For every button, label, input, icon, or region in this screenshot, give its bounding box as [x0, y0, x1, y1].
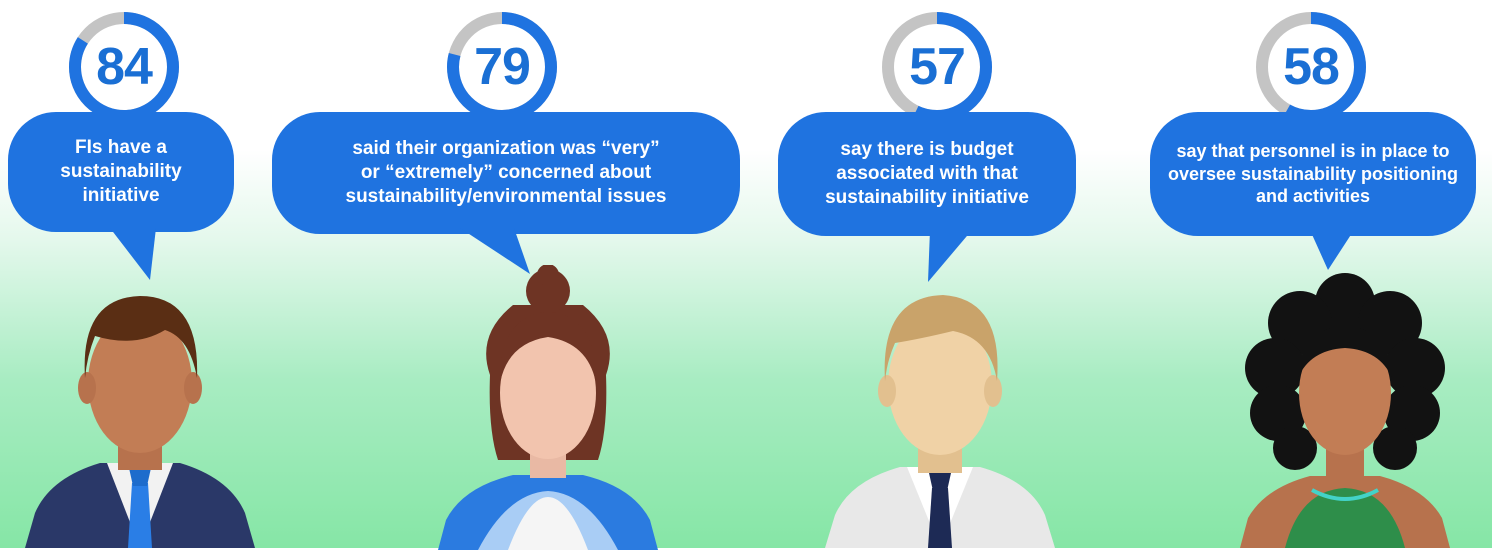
stat-description-line: initiative	[82, 184, 160, 206]
percent-ring: 58	[1252, 8, 1370, 126]
stat-description: said their organization was “very” or “e…	[346, 137, 667, 208]
stat-value: 57	[909, 38, 966, 96]
stat-description-line: sustainability initiative	[825, 186, 1029, 208]
speech-bubble-tail	[110, 228, 156, 280]
stat-description-line: say there is budget	[840, 139, 1014, 161]
speech-bubble-tail	[928, 230, 972, 282]
stat-panel-concern: 79 said their organization was “very” or…	[270, 0, 750, 550]
stat-description-line: sustainability/environmental issues	[345, 185, 667, 207]
speech-bubble: said their organization was “very” or “e…	[272, 112, 740, 234]
percent-ring: 84	[65, 8, 183, 126]
percent-ring: 79	[443, 8, 561, 126]
stat-value: 79	[474, 38, 531, 96]
woman-avatar-icon	[438, 265, 658, 550]
speech-bubble: FIs have a sustainability initiative	[8, 112, 234, 232]
man-avatar-icon	[25, 296, 255, 548]
stat-value: 84	[96, 38, 153, 96]
woman-avatar-icon	[1240, 273, 1450, 548]
stat-panel-budget: 57 say there is budget associated with t…	[770, 0, 1100, 548]
stat-description-line: and activities	[1255, 186, 1371, 207]
stat-value: 58	[1283, 38, 1340, 96]
speech-bubble: say there is budget associated with that…	[778, 112, 1076, 236]
stat-description: FIs have a sustainability initiative	[60, 136, 181, 207]
speech-bubble: say that personnel is in place to overse…	[1150, 112, 1476, 236]
man-avatar-icon	[825, 295, 1055, 548]
stat-description-line: FIs have a	[75, 137, 167, 159]
stat-description-line: oversee sustainability positioning	[1167, 163, 1459, 184]
stat-description: say that personnel is in place to overse…	[1168, 140, 1458, 208]
stat-description-line: associated with that	[836, 163, 1018, 185]
stat-description-line: said their organization was “very”	[352, 138, 660, 160]
stat-description-line: say that personnel is in place to	[1176, 141, 1450, 162]
stat-description: say there is budget associated with that…	[825, 138, 1029, 209]
speech-bubble-tail	[460, 228, 530, 274]
stat-panel-fi-initiative: 84 FIs have a sustainability initiative	[0, 0, 300, 548]
speech-bubble-tail	[1310, 230, 1354, 270]
stat-panel-personnel: 58 say that personnel is in place to ove…	[1140, 0, 1480, 548]
percent-ring: 57	[878, 8, 996, 126]
stat-description-line: or “extremely” concerned about	[360, 162, 652, 184]
stat-description-line: sustainability	[60, 161, 182, 183]
